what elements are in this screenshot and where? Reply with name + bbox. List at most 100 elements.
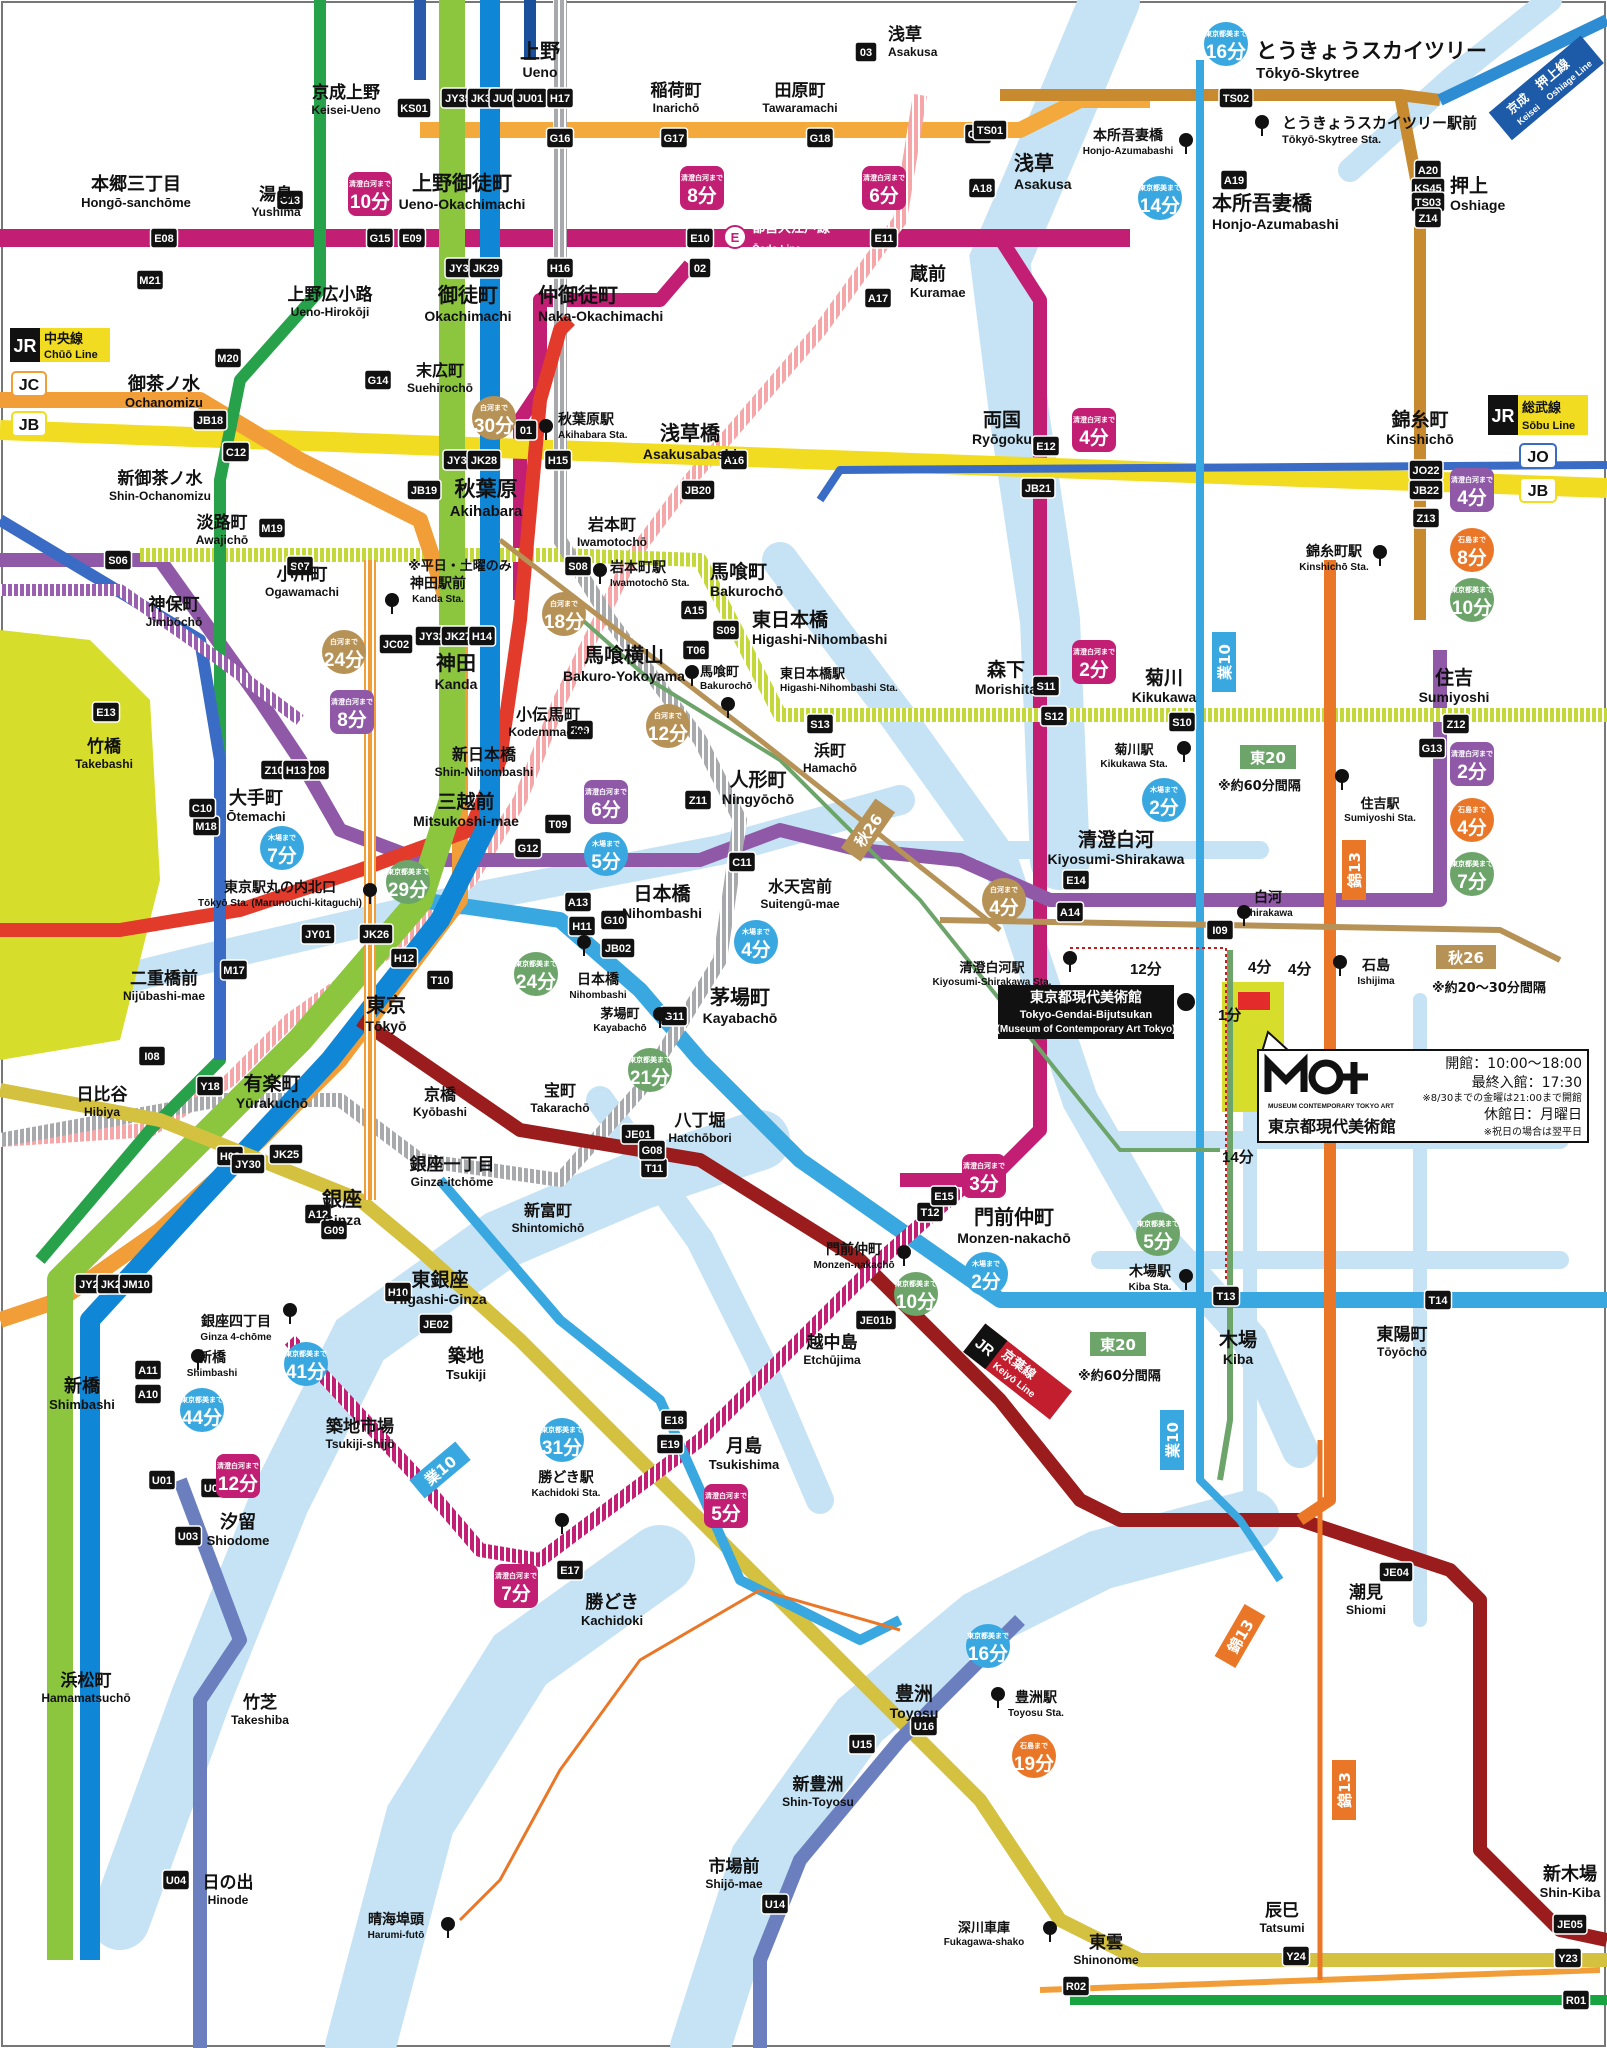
museum-info[interactable]: MUSEUM CONTEMPORARY TOKYO ART 東京都現代美術館 開… (1257, 1030, 1589, 1143)
station-weekend-note[interactable]: ※平日・土曜のみ (408, 558, 512, 574)
